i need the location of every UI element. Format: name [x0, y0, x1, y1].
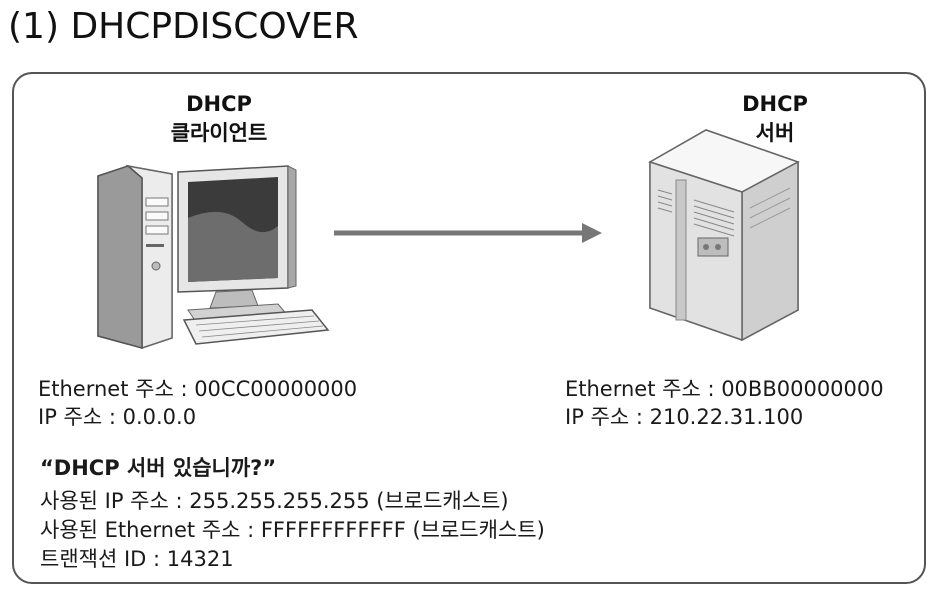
broadcast-arrow — [334, 223, 602, 243]
used-ethernet-address: 사용된 Ethernet 주소 : FFFFFFFFFFFF (브로드캐스트) — [40, 518, 545, 542]
message-details: 사용된 IP 주소 : 255.255.255.255 (브로드캐스트) 사용된… — [40, 487, 545, 574]
client-ethernet-address: Ethernet 주소 : 00CC00000000 — [38, 377, 358, 401]
discover-question: “DHCP 서버 있습니까?” — [40, 456, 277, 480]
client-label-line1: DHCP — [186, 92, 252, 116]
client-info: Ethernet 주소 : 00CC00000000 IP 주소 : 0.0.0… — [38, 375, 357, 431]
client-label: DHCP 클라이언트 — [144, 90, 294, 148]
client-ip-address: IP 주소 : 0.0.0.0 — [38, 405, 197, 429]
transaction-id: 트랜잭션 ID : 14321 — [40, 547, 234, 571]
used-ip-address: 사용된 IP 주소 : 255.255.255.255 (브로드캐스트) — [40, 489, 509, 513]
server-label-line2: 서버 — [755, 121, 795, 145]
server-label: DHCP 서버 — [720, 90, 830, 148]
server-label-line1: DHCP — [742, 92, 808, 116]
server-ip-address: IP 주소 : 210.22.31.100 — [565, 405, 804, 429]
page-title: (1) DHCPDISCOVER — [8, 6, 359, 47]
diagram-frame — [12, 72, 926, 584]
server-info: Ethernet 주소 : 00BB00000000 IP 주소 : 210.2… — [565, 375, 884, 431]
client-label-line2: 클라이언트 — [170, 121, 268, 145]
server-tower-icon — [648, 129, 800, 342]
desktop-computer-icon — [97, 164, 330, 350]
server-ethernet-address: Ethernet 주소 : 00BB00000000 — [565, 377, 884, 401]
